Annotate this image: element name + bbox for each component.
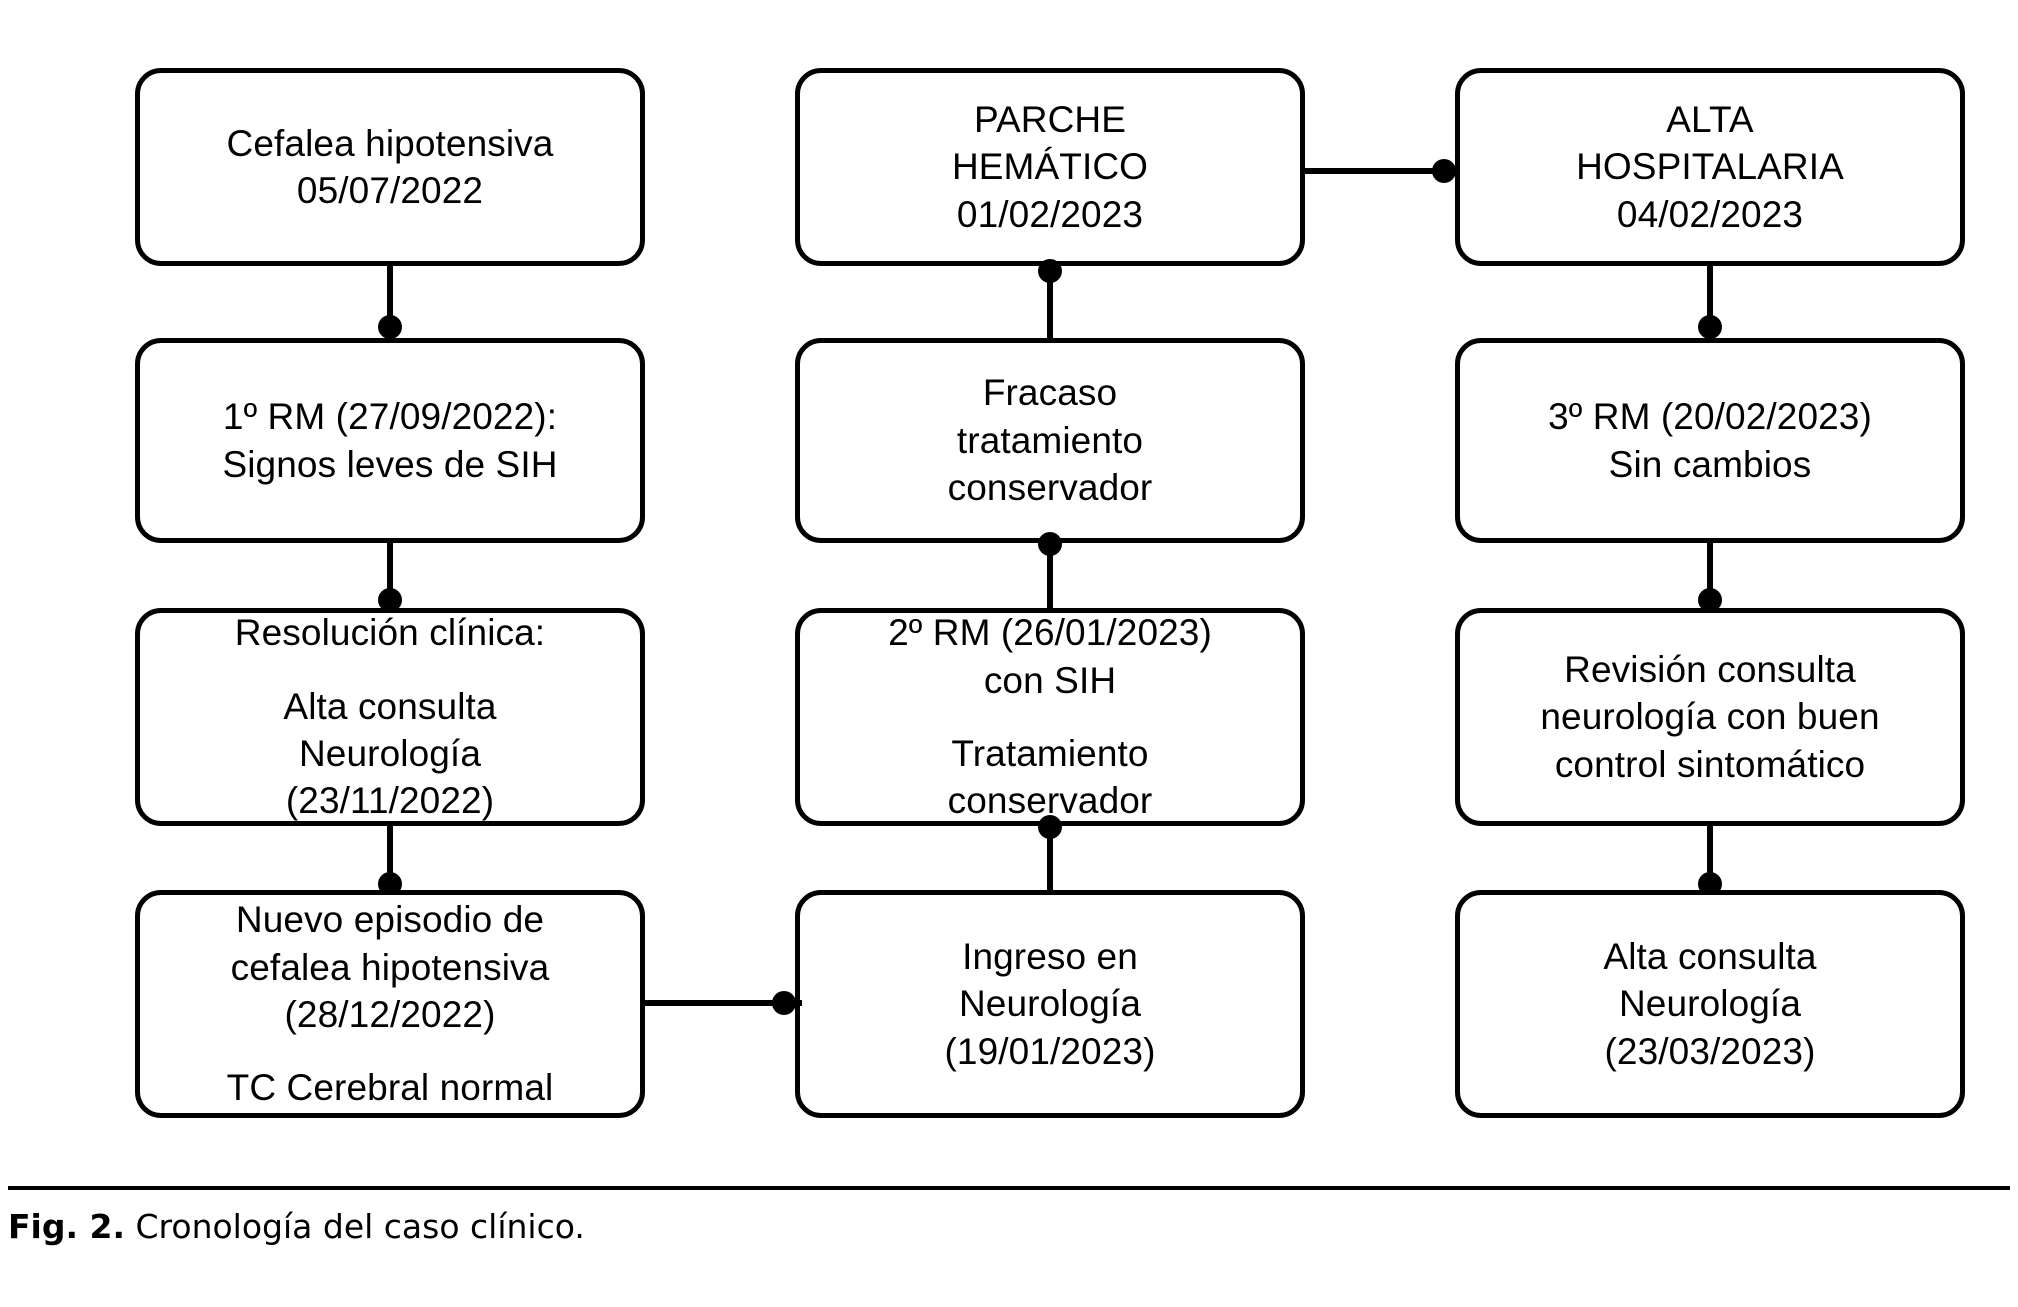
node-resolucion-clinica[interactable]: Resolución clínica: Alta consulta Neurol…	[135, 608, 645, 826]
node-segunda-rm[interactable]: 2º RM (26/01/2023) con SIH Tratamiento c…	[795, 608, 1305, 826]
connector-line-n3-n4	[387, 825, 393, 891]
node-alta-consulta-neurologia[interactable]: Alta consulta Neurología (23/03/2023)	[1455, 890, 1965, 1118]
node-line: Alta consulta	[1603, 935, 1817, 977]
node-line: Revisión consulta	[1564, 648, 1856, 690]
connector-dot-n9-n10	[1698, 315, 1722, 339]
connector-dot-n5-n9	[1432, 159, 1456, 183]
node-line: Neurología	[958, 983, 1141, 1025]
node-line: Resolución clínica:	[234, 612, 546, 654]
node-line: PARCHE	[973, 98, 1127, 140]
node-line: 01/02/2023	[956, 193, 1144, 235]
node-line: (23/03/2023)	[1604, 1030, 1816, 1072]
connector-line-n7-n6	[1047, 542, 1053, 609]
node-line: (28/12/2022)	[284, 994, 496, 1035]
node-line: Alta consulta	[283, 685, 497, 727]
connector-line-n5-n9	[1300, 168, 1460, 174]
node-line: Ingreso en	[962, 935, 1138, 977]
connector-line-n10-n11	[1707, 542, 1713, 609]
node-revision-consulta[interactable]: Revisión consulta neurología con buen co…	[1455, 608, 1965, 826]
figure-caption-label: Fig. 2.	[8, 1207, 125, 1246]
connector-line-n2-n3	[387, 542, 393, 609]
connector-dot-n1-n2	[378, 315, 402, 339]
node-nuevo-episodio[interactable]: Nuevo episodio de cefalea hipotensiva (2…	[135, 890, 645, 1118]
connector-line-n11-n12	[1707, 825, 1713, 891]
figure-caption: Fig. 2. Cronología del caso clínico.	[8, 1206, 585, 1247]
connector-line-n4-n8	[640, 1000, 802, 1006]
node-line: cefalea hipotensiva	[230, 946, 550, 988]
node-line: TC Cerebral normal	[226, 1067, 554, 1109]
node-line: Sin cambios	[1608, 443, 1812, 485]
node-parche-hematico[interactable]: PARCHE HEMÁTICO 01/02/2023	[795, 68, 1305, 266]
node-line: HOSPITALARIA	[1576, 146, 1844, 188]
node-line: 1º RM (27/09/2022):	[222, 396, 558, 438]
connector-dot-n8-n7	[1038, 815, 1062, 839]
node-line: conservador	[947, 467, 1153, 509]
node-line: Fracaso	[982, 372, 1118, 414]
connector-dot-n7-n6	[1038, 532, 1062, 556]
node-line: con SIH	[983, 659, 1117, 701]
node-line: Neurología	[1618, 983, 1801, 1025]
connector-dot-n6-n5	[1038, 259, 1062, 283]
node-cefalea-hipotensiva[interactable]: Cefalea hipotensiva 05/07/2022	[135, 68, 645, 266]
flow-column-3: ALTA HOSPITALARIA 04/02/2023 3º RM (20/0…	[1455, 0, 1975, 1150]
connector-line-n1-n2	[387, 265, 393, 339]
connector-line-n8-n7	[1047, 825, 1053, 891]
node-ingreso-neurologia[interactable]: Ingreso en Neurología (19/01/2023)	[795, 890, 1305, 1118]
node-line: Neurología	[298, 733, 481, 774]
node-fracaso-tratamiento[interactable]: Fracaso tratamiento conservador	[795, 338, 1305, 543]
node-line: 2º RM (26/01/2023)	[888, 612, 1212, 654]
connector-line-n9-n10	[1707, 265, 1713, 339]
node-alta-hospitalaria[interactable]: ALTA HOSPITALARIA 04/02/2023	[1455, 68, 1965, 266]
flowchart: Cefalea hipotensiva 05/07/2022 1º RM (27…	[135, 0, 1975, 1150]
node-line: neurología con buen	[1540, 696, 1880, 738]
node-line: (23/11/2022)	[285, 780, 495, 822]
node-tercera-rm[interactable]: 3º RM (20/02/2023) Sin cambios	[1455, 338, 1965, 543]
flow-column-2: PARCHE HEMÁTICO 01/02/2023 Fracaso trata…	[795, 0, 1315, 1150]
node-line: ALTA	[1666, 98, 1754, 140]
node-line: Cefalea hipotensiva	[226, 122, 554, 164]
node-line: Signos leves de SIH	[222, 443, 558, 485]
figure-caption-text: Cronología del caso clínico.	[135, 1207, 585, 1246]
flow-column-1: Cefalea hipotensiva 05/07/2022 1º RM (27…	[135, 0, 655, 1150]
node-line: Nuevo episodio de	[235, 899, 545, 941]
node-primera-rm[interactable]: 1º RM (27/09/2022): Signos leves de SIH	[135, 338, 645, 543]
node-line: tratamiento	[956, 419, 1144, 461]
connector-dot-n4-n8	[772, 991, 796, 1015]
connector-line-n6-n5	[1047, 265, 1053, 339]
caption-divider	[8, 1186, 2010, 1190]
node-line: HEMÁTICO	[951, 146, 1149, 188]
node-line: conservador	[947, 780, 1153, 822]
node-line: 05/07/2022	[296, 170, 484, 211]
node-line: (19/01/2023)	[944, 1030, 1156, 1072]
node-line: control sintomático	[1554, 743, 1866, 785]
node-line: Tratamiento	[951, 733, 1149, 774]
node-line: 3º RM (20/02/2023)	[1548, 396, 1872, 438]
node-line: 04/02/2023	[1616, 193, 1804, 235]
